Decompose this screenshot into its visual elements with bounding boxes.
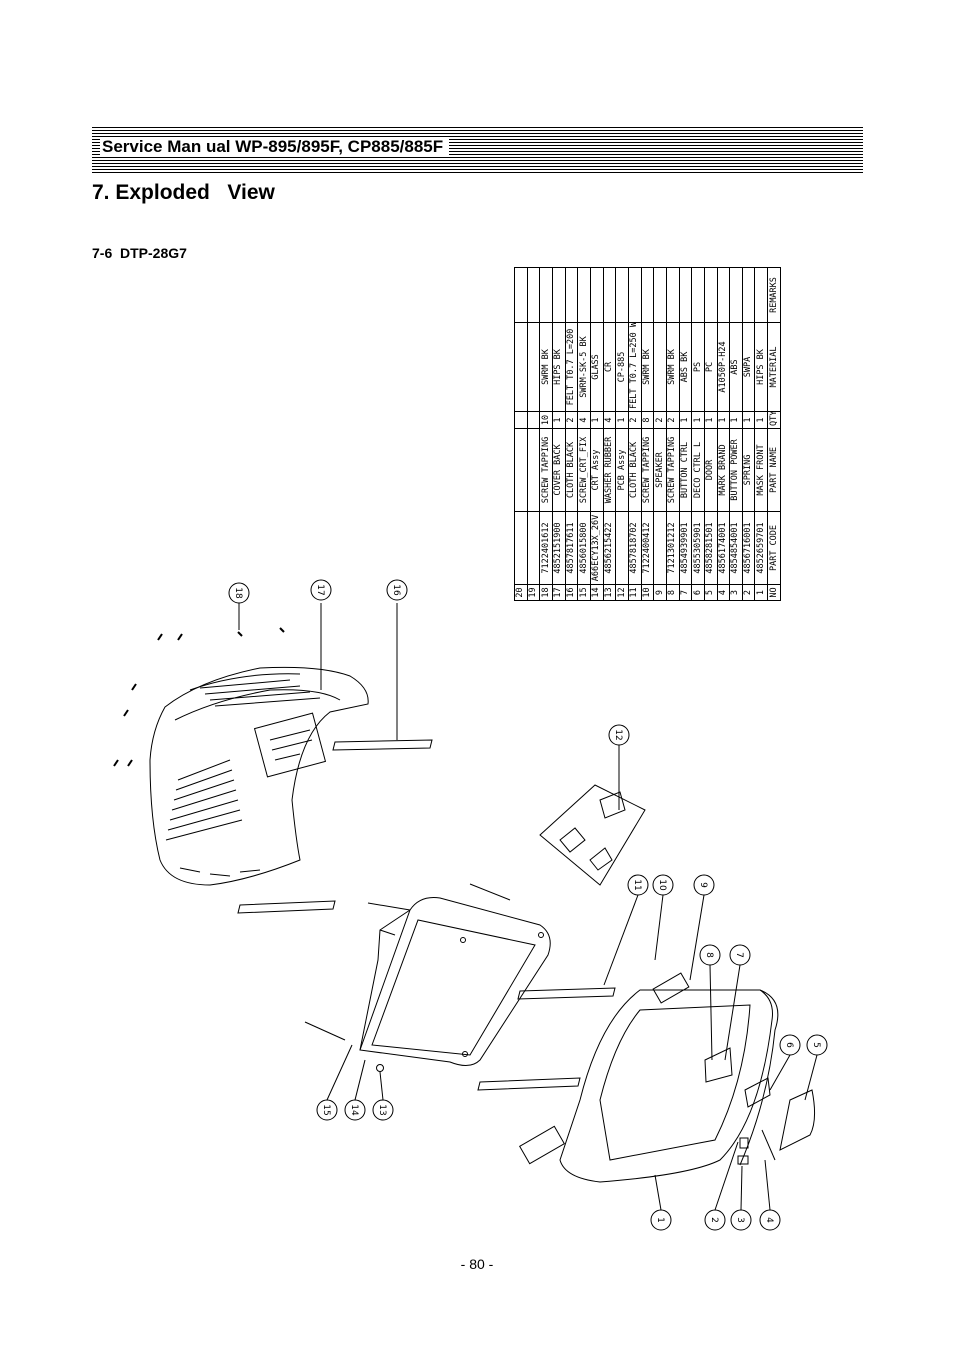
- callout-number: 13: [377, 1104, 387, 1115]
- page-number: - 80 -: [460, 1256, 494, 1272]
- callout-circle: [779, 1034, 801, 1056]
- callout-circle: [729, 944, 751, 966]
- callout-1: 1: [650, 1209, 672, 1231]
- callout-circle: [704, 1209, 726, 1231]
- subsection-title: 7-6 DTP-28G7: [92, 245, 187, 261]
- callout-13: 13: [372, 1099, 394, 1121]
- callout-number: 17: [315, 584, 325, 595]
- callout-12: 12: [608, 724, 630, 746]
- callout-9: 9: [693, 874, 715, 896]
- felt-strips: [237, 739, 616, 1091]
- callout-circle: [608, 724, 630, 746]
- callout-circle: [386, 579, 408, 601]
- callout-number: 11: [632, 879, 642, 890]
- callout-circle: [730, 1209, 752, 1231]
- callout-7: 7: [729, 944, 751, 966]
- callout-16: 16: [386, 579, 408, 601]
- callout-circle: [650, 1209, 672, 1231]
- callout-6: 6: [779, 1034, 801, 1056]
- callout-number: 16: [391, 584, 401, 596]
- header-band: Service Man ual WP-895/895F, CP885/885F: [92, 127, 863, 173]
- callout-number: 12: [613, 729, 623, 740]
- callout-2: 2: [704, 1209, 726, 1231]
- screw-set-18: [113, 627, 285, 767]
- callout-number: 3: [735, 1217, 745, 1223]
- callout-number: 8: [704, 952, 714, 958]
- callout-circle: [806, 1034, 828, 1056]
- callout-circle: [759, 1209, 781, 1231]
- section-title: 7. Exploded View: [92, 181, 275, 204]
- callout-15: 15: [316, 1099, 338, 1121]
- callout-number: 1: [655, 1217, 665, 1223]
- callout-circle: [652, 874, 674, 896]
- callout-number: 14: [349, 1104, 359, 1116]
- callout-number: 5: [811, 1042, 821, 1048]
- callout-number: 4: [764, 1217, 774, 1223]
- callout-5: 5: [806, 1034, 828, 1056]
- callout-number: 6: [784, 1042, 794, 1048]
- callout-17: 17: [310, 579, 332, 601]
- cover-back-drawing: [149, 666, 369, 886]
- manual-title: Service Man ual WP-895/895F, CP885/885F: [100, 137, 450, 157]
- callout-number: 18: [233, 587, 243, 599]
- callout-circle: [228, 582, 250, 604]
- small-parts-drawing: [737, 1077, 816, 1165]
- callout-number: 15: [321, 1104, 331, 1115]
- callout-circle: [316, 1099, 338, 1121]
- callout-number: 10: [657, 879, 667, 891]
- callout-circle: [627, 874, 649, 896]
- callout-circle: [310, 579, 332, 601]
- mask-front-drawing: [518, 972, 779, 1183]
- callout-circle: [344, 1099, 366, 1121]
- callout-number: 9: [698, 882, 708, 888]
- callout-number: 2: [709, 1217, 719, 1223]
- callout-circle: [372, 1099, 394, 1121]
- callout-18: 18: [228, 582, 250, 604]
- callout-10: 10: [652, 874, 674, 896]
- callout-number: 7: [734, 952, 744, 958]
- callout-3: 3: [730, 1209, 752, 1231]
- callout-14: 14: [344, 1099, 366, 1121]
- callout-circle: [693, 874, 715, 896]
- callout-4: 4: [759, 1209, 781, 1231]
- leader-lines: [238, 602, 818, 1211]
- crt-drawing: [304, 883, 551, 1072]
- pcb-drawing: [539, 784, 646, 886]
- callout-11: 11: [627, 874, 649, 896]
- callout-8: 8: [699, 944, 721, 966]
- callout-circle: [699, 944, 721, 966]
